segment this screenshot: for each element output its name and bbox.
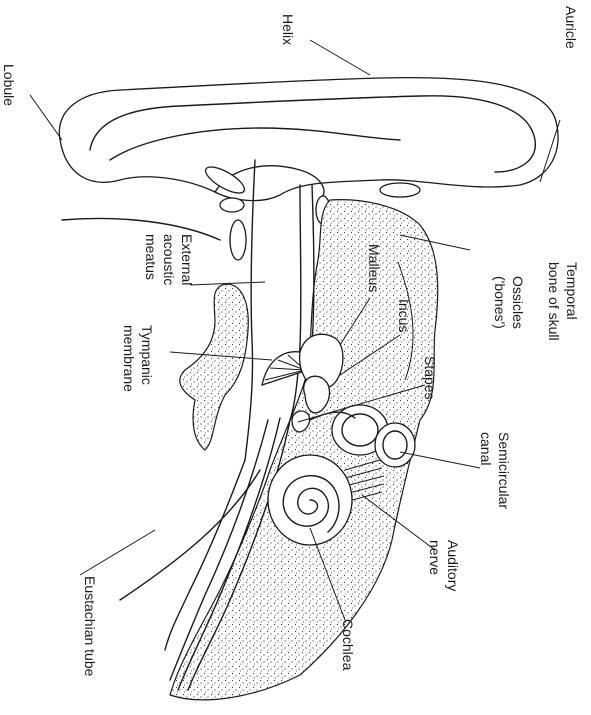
label-temporal-line1: Temporal [564, 262, 580, 320]
lobule-edge [62, 218, 220, 240]
label-cochlea: Cochlea [340, 619, 356, 671]
label-auditory-line1: Auditory [445, 540, 461, 591]
canal-tissue [180, 284, 248, 450]
canal-lower-wall [290, 185, 301, 420]
cochlea [268, 455, 352, 545]
label-tympanic-line2: membrane [121, 325, 137, 392]
label-incus: Incus [396, 299, 412, 332]
label-auditory-line2: nerve [427, 540, 443, 575]
label-helix: Helix [280, 14, 296, 45]
label-auricle: Auricle [563, 6, 579, 49]
label-semicircular-line1: Semicircular [496, 432, 512, 509]
cartilage-oval-5 [380, 183, 420, 197]
label-stapes: Stapes [422, 356, 438, 400]
label-external-line3: meatus [143, 234, 159, 280]
cartilage-oval-2 [220, 198, 244, 212]
label-external-line1: External [179, 234, 195, 285]
label-ossicles-line2: ('bones') [492, 276, 508, 329]
label-malleus: Malleus [366, 244, 382, 292]
label-lobule: Lobule [1, 64, 17, 106]
label-external-line2: acoustic [161, 234, 177, 285]
label-eustachian-tube: Eustachian tube [82, 576, 98, 677]
label-temporal-line2: bone of skull [546, 262, 562, 341]
auricle-shape [59, 78, 558, 201]
label-tympanic-line1: Tympanic [139, 325, 155, 385]
cartilage-oval-3 [230, 220, 246, 260]
label-ossicles-line1: Ossicles [510, 276, 526, 329]
label-semicircular-line2: canal [478, 432, 494, 465]
